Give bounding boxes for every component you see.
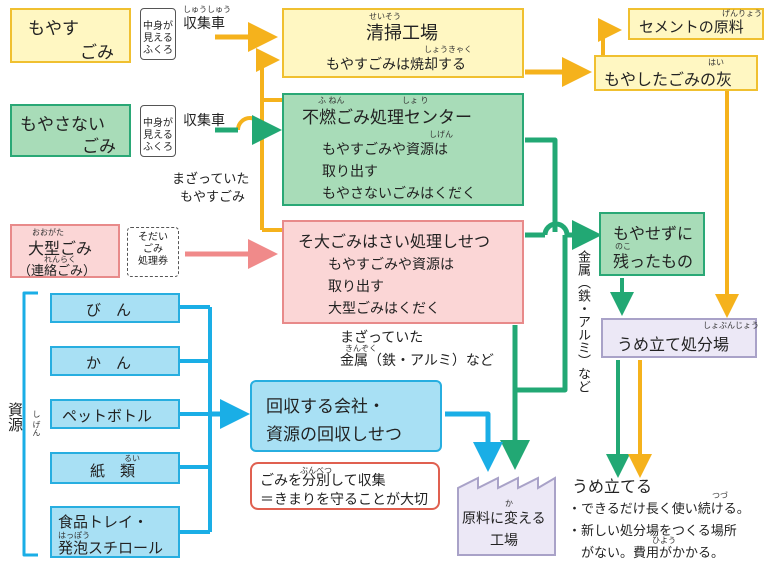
metal-note-line1: まざっていた [340, 330, 424, 346]
landfill-bullet1: ・できるだけ長く使い続ける。 [568, 502, 750, 517]
landfill-bullet2a: ・新しい処分場をつくる場所 [568, 524, 737, 539]
nonburnable-center-desc1: もやすごみや資源は [322, 142, 448, 158]
metal-vertical-note: 金属（鉄・アルミ）など [575, 250, 590, 393]
source-bulky-line2: （連絡ごみ） [18, 264, 97, 279]
line-mixed-burnable-trunk [256, 48, 280, 230]
source-burnable-line1: もやす [28, 19, 79, 39]
landfill-title: うめ立てる [572, 477, 653, 496]
bulky-facility-title: そ大ごみはさい処理しせつ [298, 232, 491, 251]
ash-title: もやしたごみの灰 [604, 70, 733, 89]
landfill-site: しょぶんじょう うめ立て処分場 [601, 318, 759, 358]
bulky-facility-desc2: 取り出す [328, 279, 384, 295]
nonburnable-center: ふ ねん しょ り 不燃ごみ処理センター しげん もやすごみや資源は 取り出す … [282, 93, 524, 206]
landfill-bullet2b: がない。費用がかかる。 [568, 546, 725, 561]
resources-bracket [22, 291, 38, 557]
recycle-company-line1: 回収する会社・ [266, 397, 385, 417]
nonburnable-center-desc2: 取り出す [322, 164, 378, 180]
bag-icon: 中身が 見える ふくろ [140, 8, 176, 60]
recycle-company: 回収する会社・ 資源の回収しせつ [250, 380, 442, 452]
line-center-to-residue [525, 137, 558, 232]
ash: はい もやしたごみの灰 [594, 55, 758, 91]
resource-can: か ん [50, 346, 180, 376]
source-bulky: おおがた 大型ごみ れんらく （連絡ごみ） [10, 224, 120, 279]
resource-bottle: び ん [50, 293, 180, 323]
clean-factory-title: 清掃工場 [366, 23, 438, 44]
arrow-recycle-to-factory [445, 411, 503, 472]
resource-paper: るい 紙 類 [50, 452, 180, 484]
factory-line1: 原料に変える [462, 511, 546, 527]
line-metals-to-factory [500, 235, 568, 470]
clean-factory-desc: もやすごみは焼却する [326, 57, 466, 73]
bulky-facility: そ大ごみはさい処理しせつ もやすごみや資源は 取り出す 大型ごみはくだく [282, 220, 524, 324]
landfill-site-title: うめ立て処分場 [617, 335, 730, 354]
ticket-icon: そだい ごみ 処理券 [127, 227, 179, 277]
collection-label-1: 収集車 [183, 16, 225, 32]
source-nonburnable-line2: ごみ [82, 137, 116, 157]
mixed-burnable-line1: まざっていた [172, 172, 250, 187]
nonburnable-center-title: 不燃ごみ処理センター [302, 108, 472, 128]
source-nonburnable-line1: もやさない [20, 115, 105, 135]
residue-line2: 残ったもの [613, 252, 694, 271]
collection-label-2: 収集車 [183, 113, 225, 129]
cement-material-title: セメントの原料 [639, 18, 744, 36]
recycle-company-line2: 資源の回収しせつ [266, 425, 402, 445]
bag-icon: 中身が 見える ふくろ [140, 105, 176, 157]
source-burnable-line2: ごみ [80, 43, 114, 63]
cement-material: げんりょう セメントの原料 [628, 8, 764, 40]
bulky-facility-desc1: もやすごみや資源は [328, 257, 454, 273]
resources-label: 資源 [6, 402, 24, 432]
source-bulky-line1: 大型ごみ [28, 239, 93, 258]
bulky-facility-desc3: 大型ごみはくだく [328, 301, 440, 317]
source-nonburnable: もやさない ごみ [10, 104, 131, 157]
resource-pet-bottle: ペットボトル [50, 399, 180, 429]
residue-line1: もやせずに [613, 224, 694, 243]
rule-line1: ごみを分別して収集 [260, 473, 386, 489]
rule-box: ぶんべつ ごみを分別して収集 ＝きまりを守ることが大切 [250, 462, 440, 510]
metal-note-line2: 金属（鉄・アルミ）など [340, 353, 494, 369]
clean-factory: せいそう 清掃工場 しょうきゃく もやすごみは焼却する [282, 8, 524, 78]
nonburnable-center-desc3: もやさないごみはくだく [322, 186, 476, 202]
factory-line2: 工場 [490, 533, 518, 549]
resource-food-tray: 食品トレイ・ はっぽう 発泡スチロール [50, 506, 180, 558]
source-burnable: もやす ごみ [10, 8, 131, 63]
mixed-burnable-line2: もやすごみ [180, 190, 246, 205]
residue: もやせずに のこ 残ったもの [599, 212, 705, 276]
arrow-ash-to-cement [598, 18, 622, 55]
rule-line2: ＝きまりを守ることが大切 [260, 492, 428, 508]
